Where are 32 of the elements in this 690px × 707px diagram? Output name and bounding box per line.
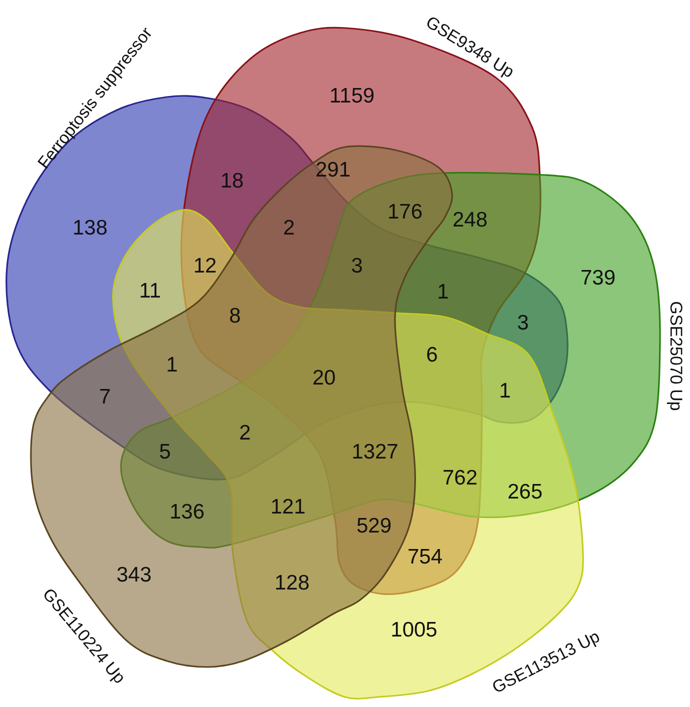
region-count: 291	[315, 160, 351, 180]
region-count: 265	[507, 482, 543, 502]
region-count: 8	[229, 306, 241, 326]
region-count: 3	[351, 256, 363, 276]
region-count: 121	[270, 496, 306, 518]
region-count: 138	[72, 218, 108, 238]
region-count: 18	[220, 170, 244, 192]
region-count: 7	[99, 386, 111, 408]
region-count: 128	[274, 572, 310, 594]
region-count: 1159	[329, 86, 375, 106]
region-count: 754	[407, 546, 443, 568]
set-label: GSE25070 Up	[668, 301, 684, 411]
region-count: 529	[356, 516, 392, 536]
region-count: 6	[426, 344, 438, 366]
region-count: 5	[159, 442, 171, 462]
region-count: 12	[193, 256, 217, 276]
region-count: 136	[169, 502, 205, 522]
region-count: 739	[580, 268, 616, 288]
region-count: 176	[387, 202, 423, 222]
region-count: 1327	[352, 442, 398, 462]
region-count: 343	[116, 564, 152, 586]
region-count: 11	[139, 280, 161, 302]
region-count: 3	[517, 312, 529, 334]
region-count: 1	[437, 282, 449, 302]
region-count: 2	[239, 422, 251, 444]
region-count: 20	[312, 368, 336, 388]
region-count: 762	[442, 468, 478, 488]
region-count: 1005	[390, 620, 438, 640]
region-count: 1	[499, 380, 511, 402]
region-count: 2	[283, 218, 295, 238]
region-count: 1	[166, 354, 178, 376]
region-count: 248	[452, 210, 488, 230]
